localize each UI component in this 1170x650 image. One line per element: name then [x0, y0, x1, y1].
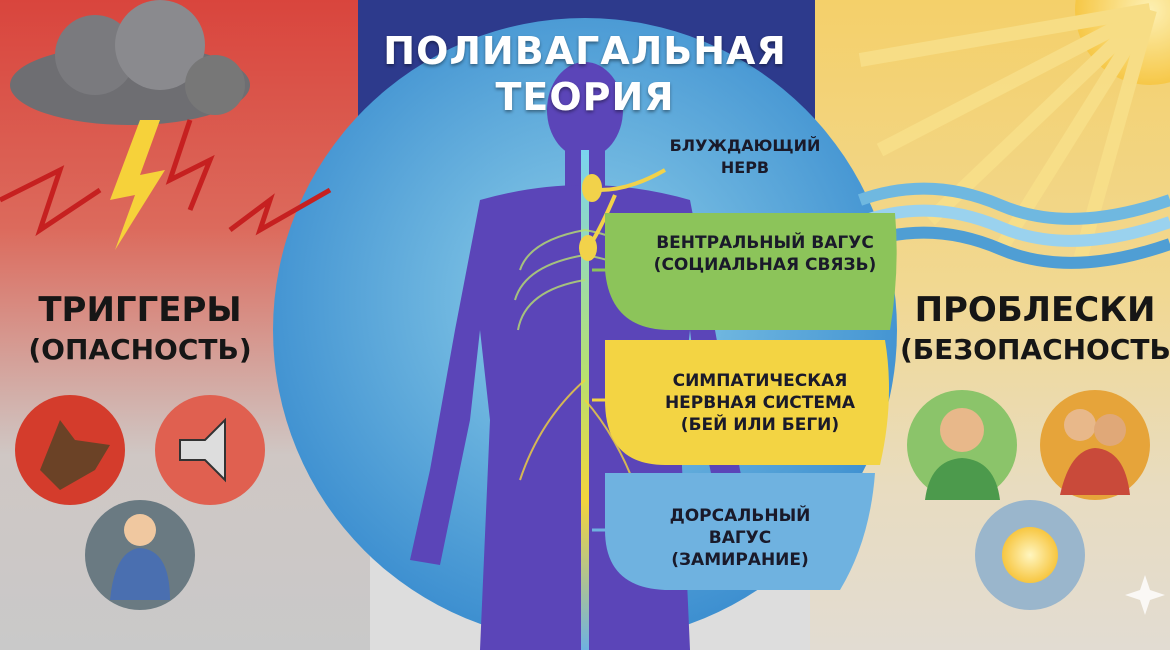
angry-dog-icon: [15, 395, 125, 505]
sparkle-icon: [1125, 575, 1165, 615]
title-line-1: ПОЛИВАГАЛЬНАЯ: [383, 29, 787, 73]
storm-cloud-icon: [10, 0, 250, 125]
state-line: ДОРСАЛЬНЫЙ: [669, 506, 811, 526]
water-waves-icon: [857, 182, 1170, 269]
state-line: СИМПАТИЧЕСКАЯ: [672, 371, 848, 391]
state-line: НЕРВНАЯ СИСТЕМА: [664, 393, 856, 413]
megaphone-icon: [155, 395, 265, 505]
vagus-nerve-pointer: [579, 168, 666, 261]
dorsal-vagus-band: [605, 473, 875, 590]
triggers-subtitle: (ОПАСНОСТЬ): [28, 333, 252, 366]
dorsal-vagus-label: ДОРСАЛЬНЫЙ ВАГУС (ЗАМИРАНИЕ): [615, 505, 865, 571]
sunrise-icon: [975, 500, 1085, 610]
sympathetic-band: [605, 340, 889, 465]
ventral-vagus-label: ВЕНТРАЛЬНЫЙ ВАГУС (СОЦИАЛЬНАЯ СВЯЗЬ): [630, 232, 900, 276]
state-line: (ЗАМИРАНИЕ): [671, 550, 809, 570]
triggers-title: ТРИГГЕРЫ: [38, 290, 242, 330]
state-line: ВАГУС: [708, 528, 772, 548]
vagus-nerve-label: БЛУЖДАЮЩИЙ НЕРВ: [640, 135, 850, 179]
vagus-label-line-2: НЕРВ: [720, 158, 770, 177]
triggers-heading: ТРИГГЕРЫ (ОПАСНОСТЬ): [10, 290, 270, 370]
state-line: ВЕНТРАЛЬНЫЙ ВАГУС: [656, 233, 874, 253]
page-title: ПОЛИВАГАЛЬНАЯ ТЕОРИЯ: [330, 28, 840, 120]
state-line: (СОЦИАЛЬНАЯ СВЯЗЬ): [653, 255, 877, 275]
state-line: (БЕЙ ИЛИ БЕГИ): [680, 415, 840, 435]
smiling-person-icon: [907, 390, 1017, 500]
title-line-2: ТЕОРИЯ: [495, 75, 675, 119]
ventral-vagus-band: [605, 213, 897, 330]
vagus-label-line-1: БЛУЖДАЮЩИЙ: [669, 136, 821, 155]
glimmers-subtitle: (БЕЗОПАСНОСТЬ): [900, 333, 1170, 366]
glimmers-heading: ПРОБЛЕСКИ (БЕЗОПАСНОСТЬ): [900, 290, 1170, 370]
distressed-person-icon: [85, 500, 195, 610]
lightning-icon: [0, 119, 332, 250]
hug-icon: [1040, 390, 1150, 500]
glimmers-title: ПРОБЛЕСКИ: [914, 290, 1156, 330]
sympathetic-label: СИМПАТИЧЕСКАЯ НЕРВНАЯ СИСТЕМА (БЕЙ ИЛИ Б…: [625, 370, 895, 436]
sun-icon: [858, 0, 1170, 262]
